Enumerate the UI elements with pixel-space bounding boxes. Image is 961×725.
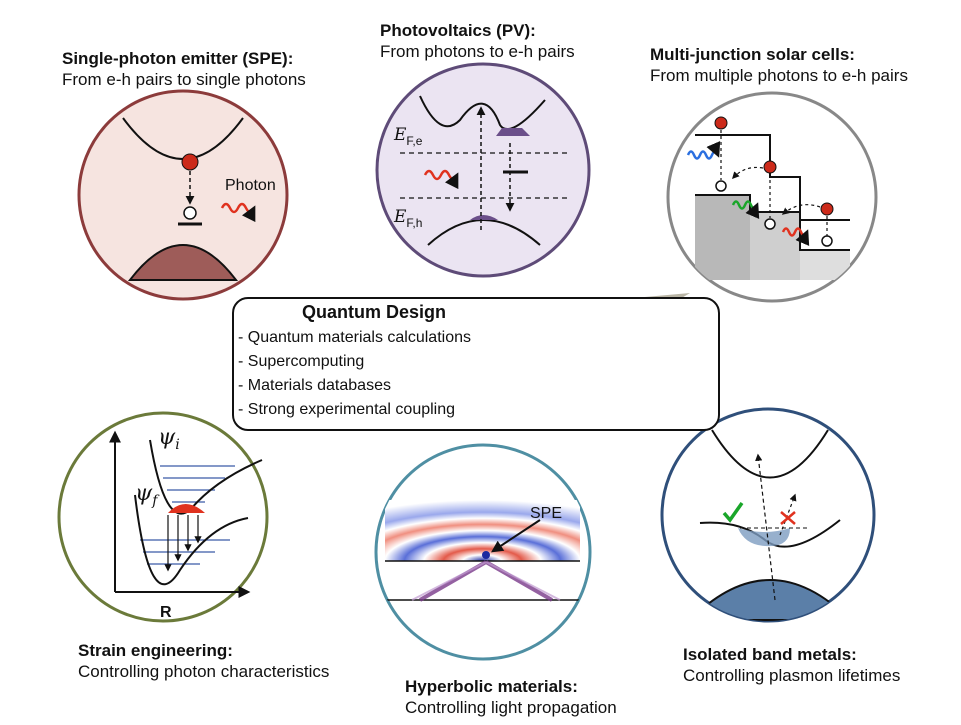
- mj-electron-2-icon: [763, 160, 777, 174]
- spe-valence-band: [127, 244, 239, 281]
- spe-panel: Photon: [77, 89, 289, 301]
- spe-circle: [77, 89, 289, 301]
- spe-title: Single-photon emitter (SPE):: [62, 49, 294, 68]
- isolated-intraband-arrow: [779, 493, 797, 536]
- mj-layer-3: [800, 250, 850, 280]
- mj-hole-1-icon: [715, 180, 727, 192]
- pv-ef-h-symbol: E: [393, 207, 407, 227]
- strain-circle: [57, 411, 269, 623]
- isolated-title: Isolated band metals:: [683, 645, 857, 664]
- mj-title: Multi-junction solar cells:: [650, 45, 855, 64]
- strain-wavepacket: [168, 504, 205, 513]
- hyper-emitter-dot: [482, 551, 490, 559]
- strain-psi-i-symbol: ψ: [158, 425, 176, 450]
- strain-psi-f-symbol: ψ: [135, 481, 153, 506]
- strain-axis-r-label: R: [160, 604, 172, 621]
- hyper-field-pattern: [385, 500, 580, 561]
- mj-hole-2-icon: [764, 218, 776, 230]
- strain-psi-i-label: ψi: [158, 425, 180, 453]
- mj-panel: [666, 91, 878, 303]
- hyper-cone-halo: [411, 561, 561, 601]
- spe-electron-icon: [181, 153, 199, 171]
- pv-subtitle: From photons to e-h pairs: [380, 42, 575, 61]
- pv-ef-e-label: EF,e: [393, 125, 423, 148]
- quantum-design-item: Materials databases: [238, 374, 471, 398]
- spe-subtitle: From e-h pairs to single photons: [62, 70, 306, 89]
- pv-title: Photovoltaics (PV):: [380, 21, 536, 40]
- hyper-title: Hyperbolic materials:: [405, 677, 578, 696]
- isolated-cross-icon: [780, 511, 796, 525]
- pv-caption: Photovoltaics (PV): From photons to e-h …: [380, 20, 575, 62]
- strain-psi-f-sub: f: [151, 493, 160, 509]
- strain-caption: Strain engineering: Controlling photon c…: [78, 640, 329, 682]
- quantum-design-list: Quantum materials calculations Supercomp…: [238, 326, 471, 422]
- strain-panel: ψi ψf R: [57, 411, 269, 623]
- quantum-design-item: Quantum materials calculations: [238, 326, 471, 350]
- spe-photon-wave-icon: [220, 202, 256, 223]
- quantum-design-item: Supercomputing: [238, 350, 471, 374]
- quantum-design-title: Quantum Design: [302, 302, 447, 322]
- strain-psi-i-sub: i: [175, 437, 179, 453]
- mj-valence-steps: [695, 194, 850, 251]
- mj-electron-3-icon: [820, 202, 834, 216]
- mj-green-photon-icon: [731, 200, 760, 219]
- hyper-spe-label: SPE: [530, 505, 562, 522]
- isolated-upper-band: [711, 429, 829, 479]
- hyper-subtitle: Controlling light propagation: [405, 698, 617, 717]
- spe-photon-label: Photon: [225, 177, 276, 194]
- strain-lower-potential: [134, 494, 249, 586]
- strain-levels-upper: [160, 465, 235, 503]
- hyper-panel: SPE: [374, 443, 592, 661]
- mj-blue-photon-icon: [686, 141, 721, 160]
- isolated-subtitle: Controlling plasmon lifetimes: [683, 666, 901, 685]
- strain-levels-lower: [140, 539, 230, 565]
- mj-recombination-2: [781, 204, 821, 215]
- isolated-check-icon: [722, 501, 744, 523]
- mj-electron-1-icon: [714, 116, 728, 130]
- isolated-fermi-sea: [738, 528, 790, 547]
- quantum-design-item: Strong experimental coupling: [238, 398, 471, 422]
- mj-recombination-1: [732, 166, 764, 180]
- quantum-design-box: Quantum Design Quantum materials calcula…: [232, 297, 720, 431]
- spe-caption: Single-photon emitter (SPE): From e-h pa…: [62, 48, 306, 90]
- mj-caption: Multi-junction solar cells: From multipl…: [650, 44, 908, 86]
- isolated-panel: [660, 407, 876, 623]
- strain-psi-f-label: ψf: [135, 481, 160, 509]
- pv-ef-e-symbol: E: [393, 125, 407, 145]
- pv-ef-h-label: EF,h: [393, 207, 422, 230]
- pv-panel: EF,e EF,h: [375, 62, 591, 278]
- mj-red-photon-icon: [781, 227, 810, 246]
- mj-conduction-steps: [695, 134, 850, 221]
- isolated-caption: Isolated band metals: Controlling plasmo…: [683, 644, 900, 686]
- mj-subtitle: From multiple photons to e-h pairs: [650, 66, 908, 85]
- mj-hole-3-icon: [821, 235, 833, 247]
- pv-ef-h-sub: F,h: [406, 216, 422, 230]
- pv-circle: [375, 62, 591, 278]
- pv-electron-pocket: [496, 128, 530, 136]
- isolated-interband-arrow: [755, 453, 776, 601]
- pv-hole-pocket: [470, 215, 498, 220]
- strain-emission-arrows: [164, 515, 202, 572]
- hyper-caption: Hyperbolic materials: Controlling light …: [405, 676, 617, 718]
- hyper-spe-arrow: [490, 519, 541, 553]
- pv-ef-e-sub: F,e: [406, 134, 422, 148]
- pv-conduction-band: [419, 95, 546, 130]
- strain-title: Strain engineering:: [78, 641, 233, 660]
- strain-subtitle: Controlling photon characteristics: [78, 662, 330, 681]
- spe-hole-icon: [183, 206, 197, 220]
- pv-photon-wave-icon: [423, 169, 459, 190]
